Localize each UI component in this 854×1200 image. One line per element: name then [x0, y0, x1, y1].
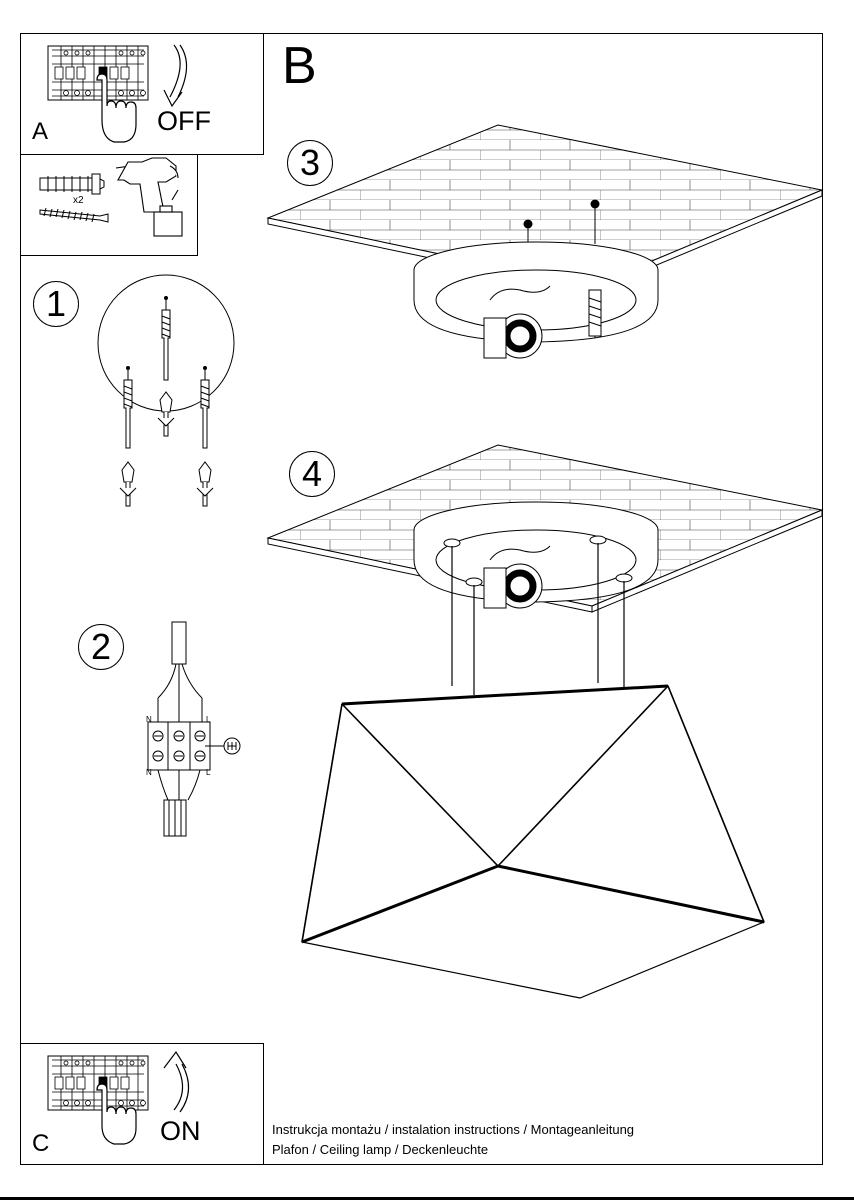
panel-a-letter: A [32, 118, 49, 145]
page-frame [20, 33, 823, 1165]
wire-label-top-right: L [206, 715, 211, 724]
plug-assembly-icon [119, 296, 214, 507]
suspension-rods [451, 543, 625, 695]
wire-label-bottom-right: L [206, 768, 211, 777]
arrow-up-icon [163, 1050, 190, 1113]
drill-icon [115, 157, 183, 237]
ceiling-base-step-3 [413, 199, 659, 359]
tools-quantity: x2 [73, 195, 84, 206]
step-2-number: 2 [78, 624, 124, 670]
wiring-diagram [147, 621, 241, 837]
wire-label-top-left: N [146, 715, 152, 724]
wall-plug-icon [39, 173, 105, 195]
step-4-number: 4 [289, 451, 335, 497]
panel-c-letter: C [32, 1130, 50, 1157]
breaker-panel-on-icon [47, 1055, 149, 1145]
step-3-number: 3 [287, 140, 333, 186]
step-1-number: 1 [33, 281, 79, 327]
wire-label-bottom-left: N [146, 768, 152, 777]
breaker-panel-off-icon [47, 45, 149, 143]
panel-a-action: OFF [157, 106, 211, 136]
panel-b-letter: B [282, 37, 317, 95]
arrow-down-icon [163, 44, 188, 108]
screw-icon [39, 207, 109, 223]
bottom-rule [0, 1197, 854, 1200]
panel-c-action: ON [160, 1116, 201, 1146]
ceiling-base-step-4 [413, 501, 659, 609]
footer-product-name: Plafon / Ceiling lamp / Deckenleuchte [272, 1142, 489, 1157]
footer-instructions-title: Instrukcja montażu / instalation instruc… [272, 1122, 635, 1137]
lamp-shade [301, 684, 765, 999]
